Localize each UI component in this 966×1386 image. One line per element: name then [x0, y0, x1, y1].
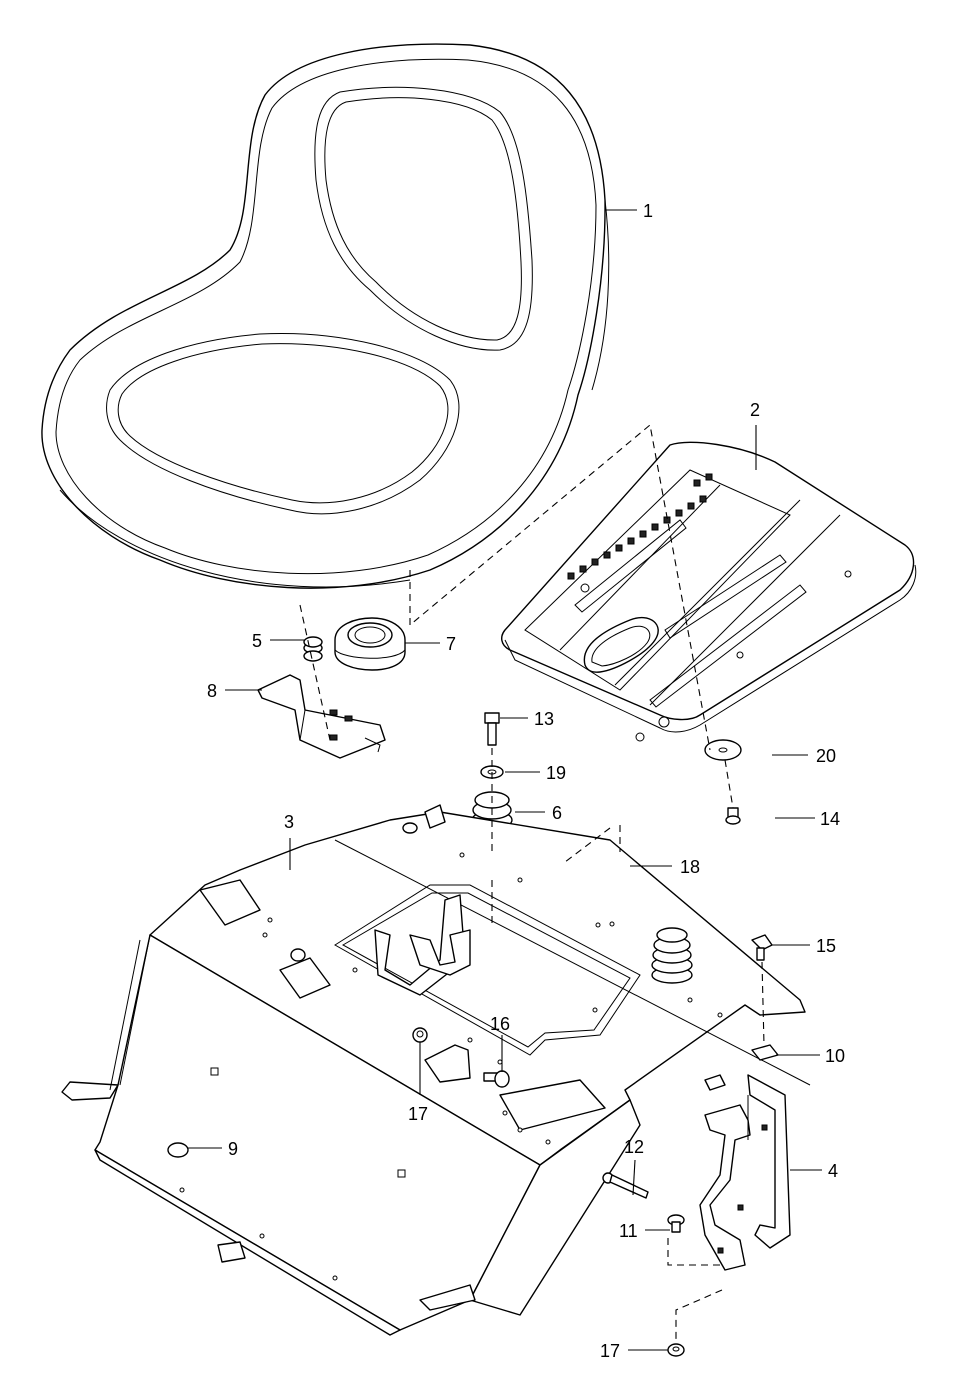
callout-8: 8 [207, 681, 217, 701]
callout-12: 12 [624, 1137, 644, 1157]
callout-2: 2 [750, 400, 760, 420]
seat-part-1 [41, 43, 610, 589]
bolt-part-15 [751, 934, 773, 961]
nut-part-17-upper [412, 1027, 428, 1043]
callout-16: 16 [490, 1014, 510, 1034]
callout-17-lower: 17 [600, 1341, 620, 1361]
side-bracket-part-4 [699, 1074, 791, 1271]
leader-lines [188, 209, 822, 1351]
clip-nut-part-10 [704, 1044, 779, 1091]
nut-part-17-lower [667, 1343, 685, 1357]
callout-7: 7 [446, 634, 456, 654]
callout-4: 4 [828, 1161, 838, 1181]
callout-15: 15 [816, 936, 836, 956]
washer-part-20 [704, 739, 742, 761]
spring-part-5 [303, 636, 323, 662]
plug-part-9 [167, 1142, 189, 1158]
callout-11: 11 [619, 1221, 638, 1241]
callout-10: 10 [825, 1046, 845, 1066]
bolt-part-13 [484, 712, 500, 746]
switch-bracket-part-8 [257, 674, 386, 759]
seat-base-part-3 [61, 804, 811, 1336]
callout-9: 9 [228, 1139, 238, 1159]
callout-numbers: 1 2 3 4 5 6 7 8 9 10 11 12 13 14 15 16 1… [207, 201, 845, 1361]
rivet-part-11 [667, 1214, 685, 1233]
bolt-part-14 [725, 807, 741, 825]
callout-18: 18 [680, 857, 700, 877]
callout-20: 20 [816, 746, 836, 766]
callout-19: 19 [546, 763, 566, 783]
callout-13: 13 [534, 709, 554, 729]
pin-part-12 [602, 1172, 649, 1199]
callout-14: 14 [820, 809, 840, 829]
callout-5: 5 [252, 631, 262, 651]
callout-17-upper: 17 [408, 1104, 428, 1124]
callout-3: 3 [284, 812, 294, 832]
seat-pan-part-2 [501, 441, 917, 742]
seat-switch-part-7 [334, 617, 406, 671]
callout-6: 6 [552, 803, 562, 823]
callout-1: 1 [643, 201, 653, 221]
assembly-lines [299, 423, 765, 1340]
